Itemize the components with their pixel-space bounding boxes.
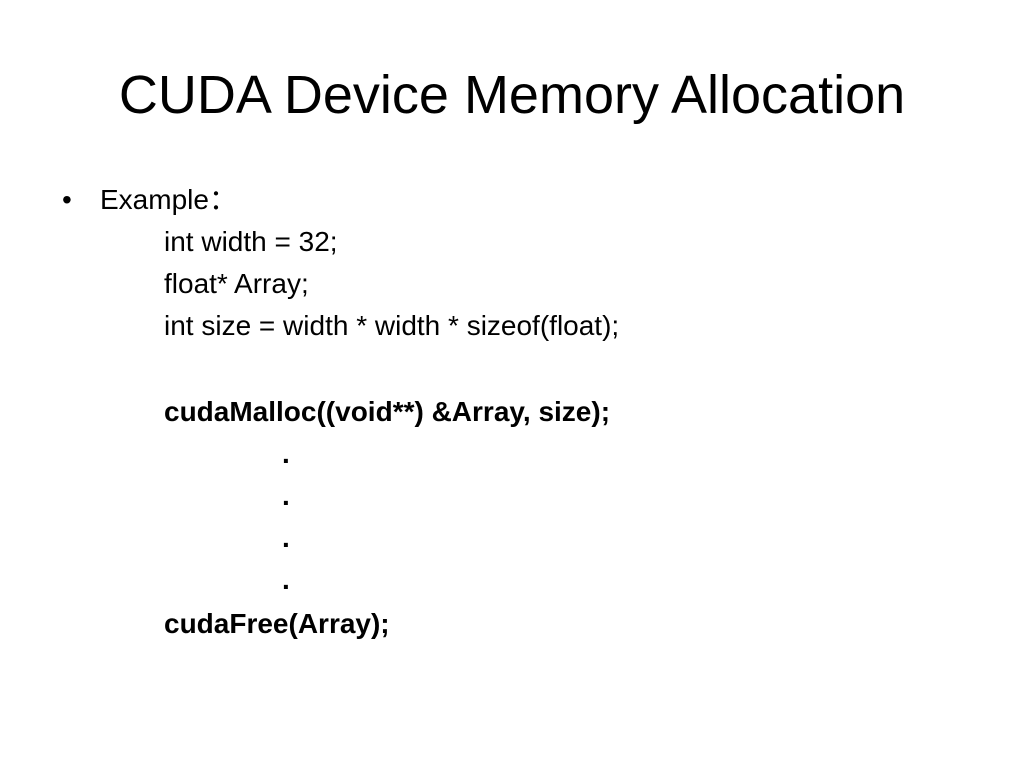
ellipsis-dot: .	[282, 438, 290, 469]
cuda-free-line: cudaFree(Array);	[164, 608, 390, 639]
ellipsis-dot: .	[282, 522, 290, 553]
slide-title: CUDA Device Memory Allocation	[118, 65, 906, 125]
ellipsis-dot: .	[282, 480, 290, 511]
bullet-item: • Example：	[62, 180, 237, 220]
code-line: float* Array;	[164, 268, 309, 299]
bullet-icon: •	[62, 184, 72, 215]
code-line: int size = width * width * sizeof(float)…	[164, 310, 620, 341]
code-line: int width = 32;	[164, 226, 338, 257]
bullet-label: Example：	[100, 184, 237, 215]
ellipsis-dot: .	[282, 564, 290, 595]
cuda-malloc-line: cudaMalloc((void**) &Array, size);	[164, 396, 611, 427]
